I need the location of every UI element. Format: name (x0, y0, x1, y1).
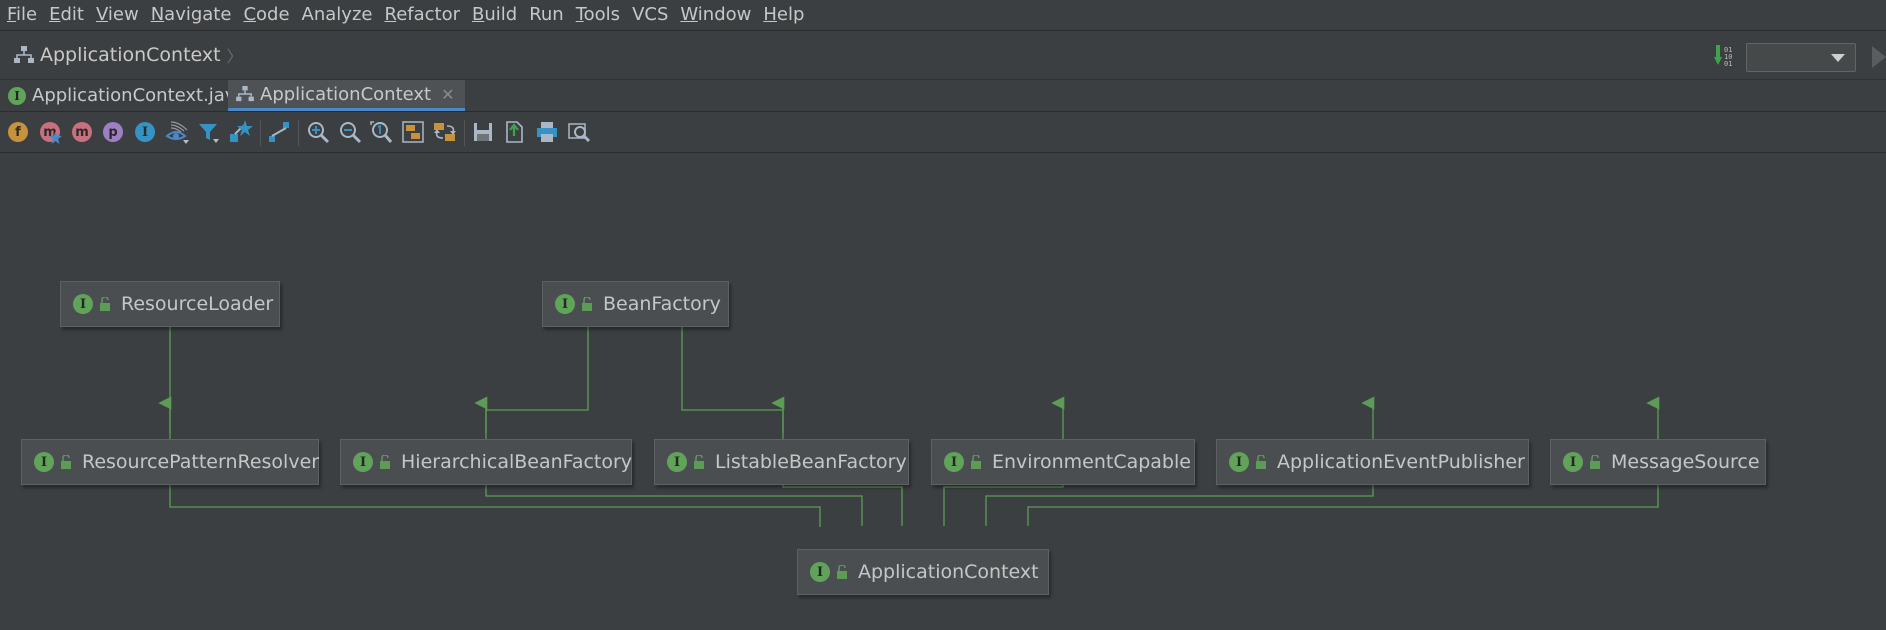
interface-icon: I (810, 562, 830, 582)
interface-icon: I (353, 452, 373, 472)
chevron-down-icon (1831, 54, 1845, 62)
interface-icon: I (1563, 452, 1583, 472)
menu-run[interactable]: Run (529, 4, 564, 25)
menu-help[interactable]: Help (763, 4, 805, 25)
fit-content-icon[interactable] (401, 120, 425, 144)
public-icon (1256, 455, 1266, 469)
save-icon[interactable] (471, 120, 495, 144)
breadcrumb[interactable]: ApplicationContext 〉 (14, 43, 243, 67)
zoom-out-icon[interactable] (338, 120, 362, 144)
navigation-bar: ApplicationContext 〉 01 10 01 (0, 31, 1886, 80)
diagram-toolbar: f m m p I (0, 112, 1886, 153)
fields-icon[interactable]: f (6, 120, 30, 144)
interface-icon: I (944, 452, 964, 472)
uml-diagram-canvas[interactable]: I ResourceLoader I BeanFactory I Resourc… (0, 153, 1886, 630)
menu-build[interactable]: Build (472, 4, 518, 25)
public-icon (582, 297, 592, 311)
print-icon[interactable] (535, 120, 559, 144)
svg-text:01: 01 (1724, 46, 1732, 54)
menu-vcs[interactable]: VCS (632, 4, 669, 25)
menu-analyze[interactable]: Analyze (301, 4, 373, 25)
menu-edit[interactable]: Edit (49, 4, 84, 25)
menu-window[interactable]: Window (680, 4, 752, 25)
public-icon (61, 455, 71, 469)
constructors-icon[interactable]: m (38, 120, 62, 144)
public-icon (694, 455, 704, 469)
menu-bar: File Edit View Navigate Code Analyze Ref… (0, 0, 1886, 31)
tab-applicationcontext-diagram[interactable]: ApplicationContext ✕ (228, 80, 465, 111)
public-icon (971, 455, 981, 469)
run-config-select[interactable] (1746, 43, 1856, 72)
toolbar-separator (464, 120, 465, 146)
class-node-applicationeventpublisher[interactable]: I ApplicationEventPublisher (1216, 439, 1529, 485)
class-node-applicationcontext[interactable]: I ApplicationContext (797, 549, 1049, 595)
print-preview-icon[interactable] (567, 120, 591, 144)
interface-icon: I (34, 452, 54, 472)
interface-icon: I (8, 86, 26, 105)
export-icon[interactable] (503, 120, 527, 144)
apply-layout-icon[interactable] (433, 120, 457, 144)
interface-icon: I (555, 294, 575, 314)
svg-text:10: 10 (1724, 53, 1732, 61)
diagram-icon (236, 86, 254, 102)
menu-navigate[interactable]: Navigate (150, 4, 232, 25)
close-icon[interactable]: ✕ (441, 84, 455, 104)
hierarchy-icon (14, 46, 34, 63)
chevron-right-icon: 〉 (226, 47, 243, 66)
sort-icon[interactable]: 01 10 01 (1714, 45, 1738, 67)
class-node-hierarchicalbeanfactory[interactable]: I HierarchicalBeanFactory (340, 439, 632, 485)
class-node-messagesource[interactable]: I MessageSource (1550, 439, 1766, 485)
public-icon (837, 565, 847, 579)
public-icon (1590, 455, 1600, 469)
breadcrumb-label: ApplicationContext (40, 44, 221, 66)
inner-classes-icon[interactable]: I (133, 120, 157, 144)
editor-tab-bar: I ApplicationContext.java ApplicationCon… (0, 80, 1886, 112)
class-node-beanfactory[interactable]: I BeanFactory (542, 281, 729, 327)
dependencies-icon[interactable] (229, 120, 253, 144)
toolbar-separator (260, 120, 261, 146)
class-node-resourceloader[interactable]: I ResourceLoader (60, 281, 280, 327)
tab-applicationcontext-java[interactable]: I ApplicationContext.java (8, 80, 257, 111)
interface-icon: I (1229, 452, 1249, 472)
run-icon[interactable] (1872, 46, 1886, 68)
interface-icon: I (73, 294, 93, 314)
menu-view[interactable]: View (95, 4, 139, 25)
filter-icon[interactable] (197, 120, 221, 144)
actual-size-icon[interactable] (369, 120, 393, 144)
methods-icon[interactable]: m (70, 120, 94, 144)
edge-mode-icon[interactable] (267, 120, 291, 144)
interface-icon: I (667, 452, 687, 472)
toolbar-separator (298, 120, 299, 146)
zoom-in-icon[interactable] (306, 120, 330, 144)
properties-icon[interactable]: p (101, 120, 125, 144)
menu-file[interactable]: File (7, 4, 38, 25)
class-node-resourcepatternresolver[interactable]: I ResourcePatternResolver (21, 439, 319, 485)
class-node-environmentcapable[interactable]: I EnvironmentCapable (931, 439, 1195, 485)
class-node-listablebeanfactory[interactable]: I ListableBeanFactory (654, 439, 909, 485)
svg-text:01: 01 (1724, 60, 1732, 67)
menu-refactor[interactable]: Refactor (384, 4, 460, 25)
public-icon (100, 297, 110, 311)
menu-tools[interactable]: Tools (575, 4, 621, 25)
menu-code[interactable]: Code (243, 4, 290, 25)
public-icon (380, 455, 390, 469)
visibility-icon[interactable] (165, 120, 189, 144)
